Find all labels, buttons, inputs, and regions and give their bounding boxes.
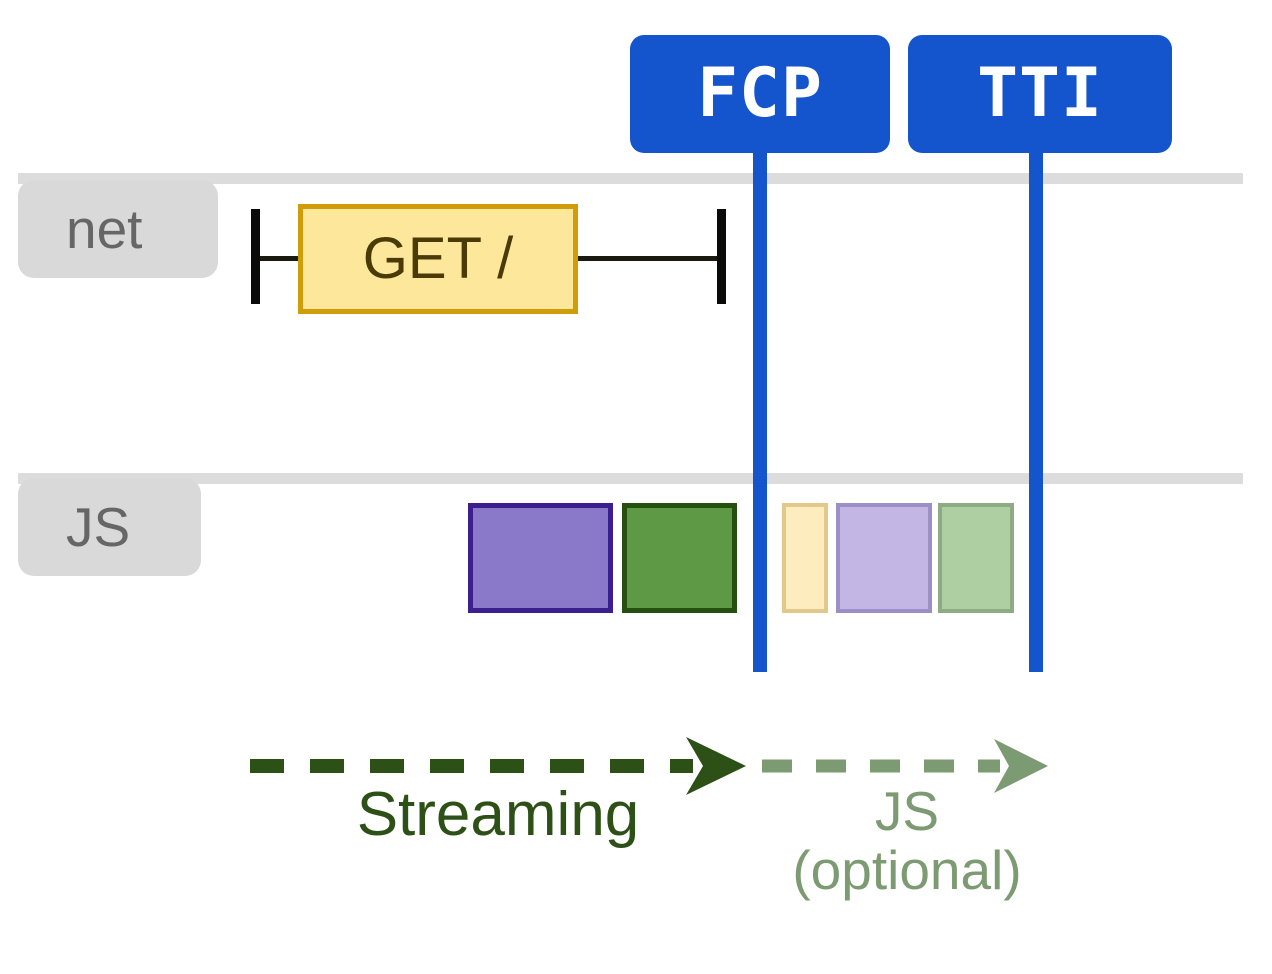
request-box-label: GET /: [362, 226, 514, 291]
js-task-block[interactable]: [468, 503, 613, 613]
lane-baseline-net: [18, 173, 1243, 184]
request-end-cap: [717, 209, 726, 304]
lane-label-js: JS: [18, 478, 201, 576]
marker-badge-fcp[interactable]: FCP: [630, 35, 890, 153]
lane-label-net: net: [18, 180, 218, 278]
marker-line-tti: [1029, 120, 1043, 672]
lane-baseline-js: [18, 473, 1243, 484]
js-optional-arrow-icon: [762, 739, 1048, 793]
js-task-block[interactable]: [622, 503, 737, 613]
marker-badge-tti[interactable]: TTI: [908, 35, 1172, 153]
phase-caption-js-optional: JS (optional): [792, 780, 1022, 902]
streaming-arrow-icon: [250, 737, 746, 795]
marker-badge-fcp-label: FCP: [697, 54, 823, 133]
js-task-block[interactable]: [938, 503, 1014, 613]
js-task-block[interactable]: [836, 503, 932, 613]
phase-caption-streaming: Streaming: [356, 780, 640, 849]
js-task-block[interactable]: [782, 503, 828, 613]
lane-label-net-text: net: [66, 197, 143, 260]
request-start-cap: [251, 209, 260, 304]
marker-badge-tti-label: TTI: [977, 54, 1103, 133]
marker-line-fcp: [753, 120, 767, 672]
request-box-get-root[interactable]: GET /: [298, 204, 578, 314]
lane-label-js-text: JS: [66, 495, 131, 558]
